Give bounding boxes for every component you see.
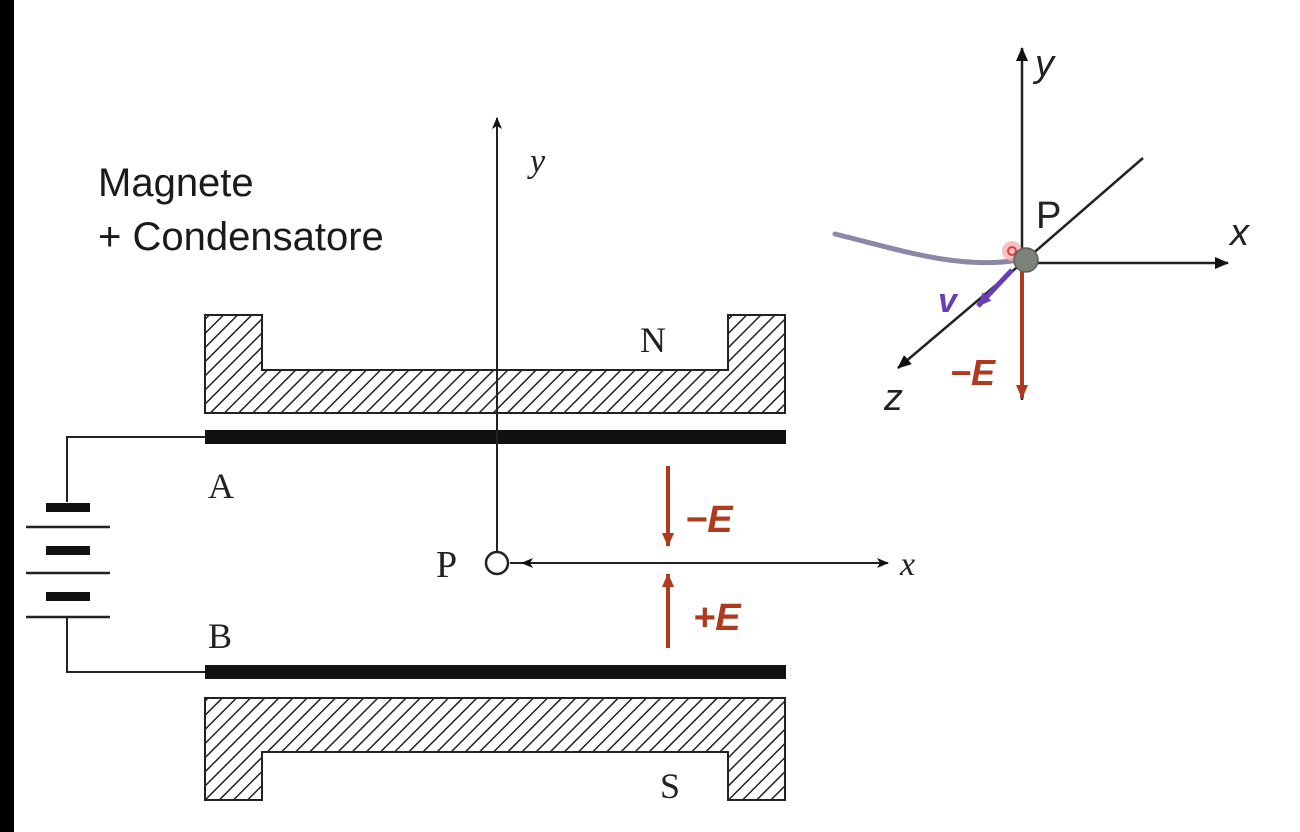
apparatus-point-label: P: [436, 544, 457, 586]
plate-b-label: B: [208, 616, 232, 656]
axes3d-x-label: x: [1228, 212, 1251, 254]
plate-b: [205, 665, 786, 679]
axes3d-field-label: −E: [950, 352, 996, 393]
caption-line-magnete: Magnete: [98, 161, 254, 205]
point-p-marker: [484, 550, 510, 576]
plate-a-label: A: [208, 466, 234, 506]
velocity-label: v: [938, 282, 959, 320]
left-edge-bar: [0, 0, 14, 832]
magnet-north-pole: [204, 314, 786, 414]
axes3d-z-axis-back: [1021, 157, 1144, 264]
particle-p: [1013, 247, 1039, 273]
apparatus-y-label: y: [527, 143, 546, 180]
battery-cell-short-1: [46, 503, 90, 512]
magnet-south-pole: [204, 697, 786, 801]
velocity-arrow: [976, 268, 1014, 308]
circuit-wires: [66, 436, 205, 673]
field-up-label: +E: [693, 597, 742, 639]
battery-cell-short-2: [46, 546, 90, 555]
particle-charge-icon: [1007, 246, 1017, 256]
south-pole-label: S: [660, 766, 680, 806]
axes-3d: y x z P v −E: [832, 43, 1251, 419]
plate-a: [205, 430, 786, 444]
battery-cell-short-3: [46, 592, 90, 601]
caption: Magnete + Condensatore: [98, 156, 384, 264]
caption-line-condensatore: + Condensatore: [98, 215, 384, 259]
apparatus-x-label: x: [899, 546, 915, 583]
axes3d-point-label: P: [1036, 195, 1061, 237]
battery-icon: [26, 503, 110, 619]
wire-top: [66, 436, 205, 502]
field-down-label: −E: [685, 499, 734, 541]
north-pole-label: N: [640, 320, 666, 360]
wire-bottom: [66, 618, 205, 673]
north-pole-hatching-icon: [204, 314, 786, 414]
particle-trajectory: [832, 231, 1021, 266]
axes3d-z-label: z: [883, 377, 903, 419]
axes3d-y-label: y: [1032, 43, 1056, 85]
south-pole-hatching-icon: [204, 697, 786, 801]
